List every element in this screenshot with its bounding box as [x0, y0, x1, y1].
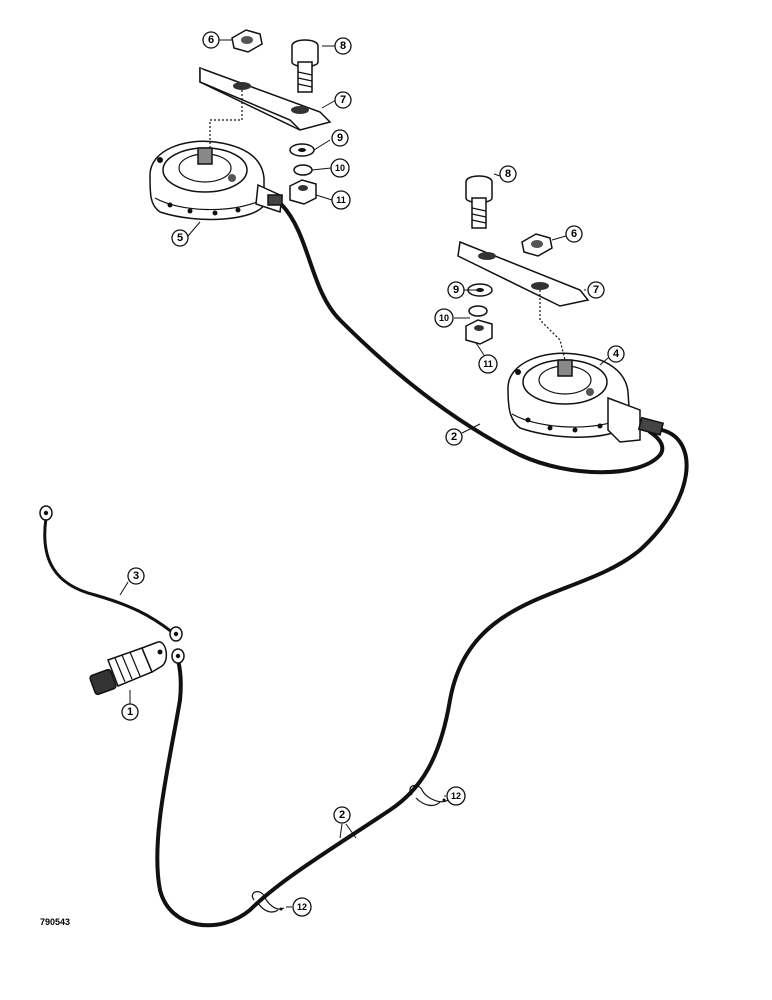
strap-7-right	[457, 240, 590, 307]
leader-lines	[119, 39, 609, 908]
callout-label: 6	[208, 34, 214, 46]
callout-6-right: 6	[565, 225, 583, 243]
wire-3-ground	[43, 516, 174, 634]
wire-horn4-to-switch	[155, 428, 689, 928]
callout-2-upper: 2	[445, 428, 463, 446]
bolt-8-right	[465, 175, 493, 229]
callout-12-left: 12	[292, 897, 312, 917]
clip-12-right	[409, 784, 449, 807]
callout-1: 1	[121, 703, 139, 721]
callout-4: 4	[607, 345, 625, 363]
callout-label: 1	[127, 706, 133, 718]
alignment-line-right	[539, 290, 566, 361]
callout-label: 10	[439, 313, 449, 323]
callout-label: 10	[335, 163, 345, 173]
horn-5	[149, 140, 283, 221]
nut-6-right	[521, 233, 553, 257]
callout-3: 3	[127, 567, 145, 585]
callout-label: 9	[453, 284, 459, 296]
nut-6-left	[231, 29, 263, 53]
callout-label: 3	[133, 570, 139, 582]
pressure-switch-1	[89, 641, 168, 696]
nut-11-right	[465, 319, 493, 345]
alignment-line-left	[209, 90, 243, 150]
callout-2-lower: 2	[333, 806, 351, 824]
callout-label: 2	[451, 431, 457, 443]
callout-12-right: 12	[446, 786, 466, 806]
nut-11-left	[289, 179, 317, 205]
ring-terminal-switch	[171, 648, 185, 664]
lockwasher-10-right	[468, 305, 488, 317]
clip-12-left	[251, 891, 285, 913]
wire-horn5-to-horn4	[280, 203, 665, 475]
callout-8-left: 8	[334, 37, 352, 55]
callout-10-left: 10	[330, 158, 350, 178]
callout-label: 7	[340, 94, 346, 106]
callout-6-left: 6	[202, 31, 220, 49]
callout-label: 8	[505, 168, 511, 180]
drawing-code: 790543	[40, 917, 70, 927]
callout-7-right: 7	[587, 281, 605, 299]
bolt-8-left	[291, 39, 319, 93]
callout-label: 6	[571, 228, 577, 240]
callout-11-right: 11	[478, 354, 498, 374]
callout-label: 2	[339, 809, 345, 821]
washer-9-right	[467, 283, 493, 297]
strap-7-left	[199, 66, 332, 131]
callout-5: 5	[171, 229, 189, 247]
ring-terminal-mid	[169, 626, 183, 642]
callout-9-right: 9	[447, 281, 465, 299]
callout-label: 12	[451, 791, 461, 801]
callout-label: 7	[593, 284, 599, 296]
callout-label: 12	[297, 902, 307, 912]
callout-label: 8	[340, 40, 346, 52]
callout-label: 11	[336, 195, 346, 205]
washer-9-left	[289, 143, 315, 157]
horn-4	[507, 352, 665, 443]
callout-label: 9	[337, 132, 343, 144]
lockwasher-10-left	[293, 164, 313, 176]
callout-8-right: 8	[499, 165, 517, 183]
callout-9-left: 9	[331, 129, 349, 147]
callout-label: 11	[483, 359, 493, 369]
callout-label: 5	[177, 232, 183, 244]
callout-11-left: 11	[331, 190, 351, 210]
callout-10-right: 10	[434, 308, 454, 328]
callout-7-left: 7	[334, 91, 352, 109]
ring-terminal-top	[39, 505, 53, 521]
callout-label: 4	[613, 348, 620, 360]
